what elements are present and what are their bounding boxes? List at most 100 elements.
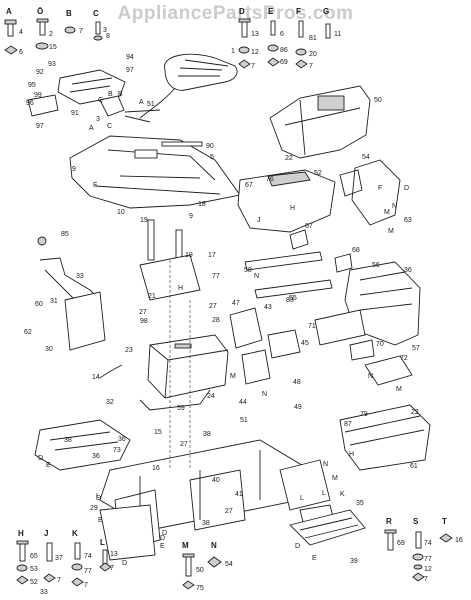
tank-strap: [139, 389, 211, 411]
bracket-44: [241, 349, 271, 385]
support-rod-33b: [44, 269, 76, 301]
bracket-68: [334, 253, 353, 273]
callout-36: 36: [118, 436, 126, 443]
label-c2: C: [107, 123, 112, 130]
label-d3: D: [96, 495, 101, 502]
bracket-72: [364, 355, 413, 386]
grille-ribs: [359, 271, 413, 311]
callout-35: 35: [356, 500, 364, 507]
panel-30: [64, 291, 106, 351]
callout-97: 97: [126, 67, 134, 74]
washer-icon: [35, 42, 49, 50]
hardware-group-f: F 81 20 7: [295, 7, 317, 70]
bolt-icon: [387, 531, 394, 551]
callout-40: 40: [212, 477, 220, 484]
rear-fender: 90 5 9 9 10 18 A F: [69, 125, 241, 220]
hardware-group-e: E 6 86 69: [267, 7, 288, 67]
callout-18: 18: [198, 201, 206, 208]
callout-62: 62: [24, 329, 32, 336]
bolt-icon: [270, 20, 276, 36]
fender-slot: [134, 149, 158, 159]
hood-body: [269, 85, 371, 159]
part-number: 16: [455, 537, 463, 544]
callout-90: 90: [206, 143, 214, 150]
part-number: 33: [40, 589, 48, 596]
group-letter-g: G: [323, 7, 329, 16]
callout-32: 32: [106, 399, 114, 406]
support-rods: 58 55 N: [244, 251, 333, 302]
group-letter-e: E: [268, 7, 274, 16]
hardware-group-n: N 54: [207, 541, 233, 568]
nut-icon: [439, 533, 453, 543]
seat-lever: [27, 94, 59, 117]
washer-icon: [71, 563, 83, 571]
callout-21: 21: [148, 293, 156, 300]
hardware-group-j: J 37 7 33: [40, 529, 63, 596]
column-shaft: [147, 219, 155, 261]
part-number: 53: [30, 566, 38, 573]
group-letter-c: C: [93, 9, 99, 18]
nut-icon: [43, 573, 56, 583]
callout-45: 45: [301, 340, 309, 347]
label-h: H: [290, 205, 295, 212]
part-number: 81: [309, 35, 317, 42]
label-n: N: [392, 203, 397, 210]
washer-icon: [295, 48, 307, 56]
hood-emblem: [317, 95, 345, 111]
seat-linkage-assembly: 93 94 97 92 95 99 96 97 91 B C B A 51 3 …: [26, 54, 161, 130]
label-d6: D: [122, 560, 127, 567]
label-n3: N: [368, 373, 373, 380]
tank-body: [147, 334, 229, 399]
left-footrest: 32 38 36 36 73 D E: [34, 399, 131, 471]
right-footrest: 35 39 D E: [289, 500, 366, 565]
callout-94: 94: [126, 54, 134, 61]
label-l3: L: [96, 493, 100, 500]
hardware-group-r: R 69: [384, 517, 405, 551]
frame-dash-lines: [169, 260, 191, 470]
part-number: 12: [251, 49, 259, 56]
callout-47: 47: [232, 300, 240, 307]
part-number: 6: [19, 49, 23, 56]
callout-49: 49: [294, 404, 302, 411]
callout-55: 55: [289, 295, 297, 302]
label-c: C: [98, 97, 103, 104]
group-letter-h: H: [18, 529, 24, 538]
bolt-head-icon: [384, 529, 397, 534]
part-number: 20: [309, 51, 317, 58]
group-letter-o: Ō: [37, 7, 43, 16]
nut-icon: [207, 556, 222, 568]
label-l2: L: [300, 495, 304, 502]
part-number: 74: [84, 553, 92, 560]
console-plate: [339, 169, 363, 197]
callout-36-top: 36: [404, 267, 412, 274]
callout-39: 39: [350, 558, 358, 565]
console-bracket: [351, 159, 401, 226]
nut-icon: [412, 572, 425, 582]
callout-23: 23: [125, 347, 133, 354]
callout-92: 92: [36, 69, 44, 76]
part-number: 69: [397, 540, 405, 547]
bolt-icon: [415, 531, 422, 549]
part-number: 8: [106, 33, 110, 40]
bracket-lower-left: [99, 504, 156, 561]
bolt-head-icon: [4, 19, 17, 25]
hardware-group-t: T 16: [439, 517, 463, 544]
seat-pivot: [99, 95, 125, 117]
callout-1: 1: [231, 48, 235, 55]
callout-98: 98: [140, 318, 148, 325]
part-number: 69: [280, 59, 288, 66]
seat-shape: [164, 53, 238, 91]
rod-58: [244, 251, 323, 271]
label-m5: M: [332, 475, 338, 482]
callout-43: 43: [264, 304, 272, 311]
washer-icon: [267, 44, 279, 52]
callout-3: 3: [96, 116, 100, 123]
part-number: 7: [79, 28, 83, 35]
console-brackets: 54 63 M N F M D: [339, 154, 412, 235]
callout-36b: 36: [92, 453, 100, 460]
callout-95: 95: [28, 82, 36, 89]
callout-17: 17: [208, 252, 216, 259]
callout-19b: 19: [140, 217, 148, 224]
